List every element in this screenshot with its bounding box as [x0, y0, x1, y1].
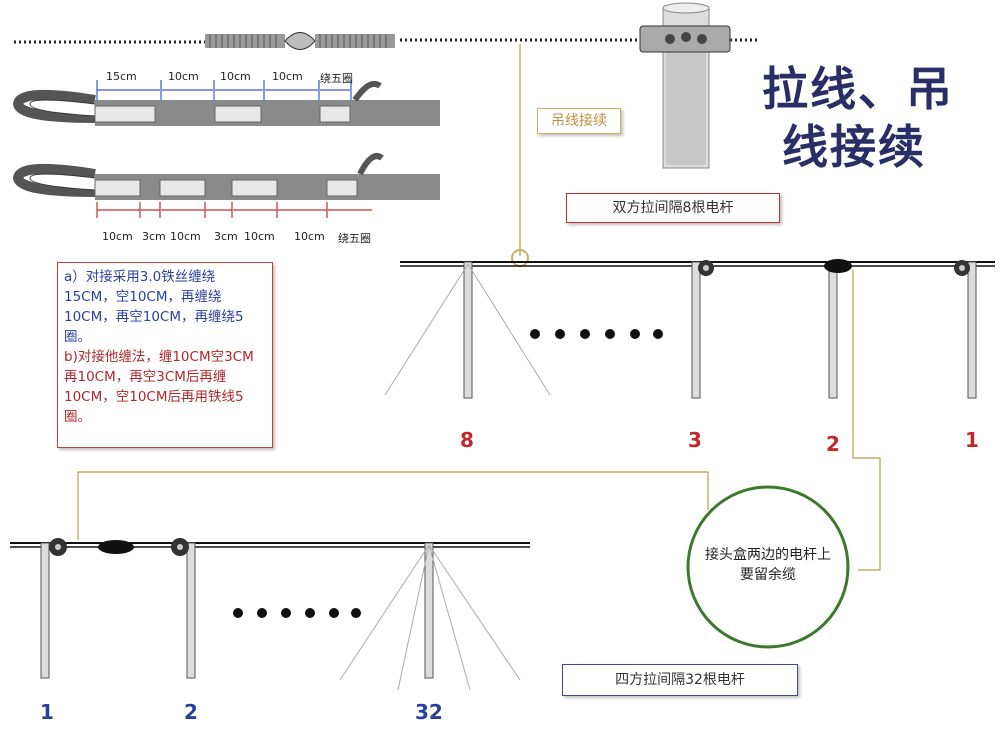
pole-number: 1 [40, 700, 54, 724]
dim-label: 15cm [106, 70, 137, 83]
title-line-1: 拉线、吊 [762, 62, 954, 116]
top-messenger-wire [14, 32, 760, 50]
pole-number: 8 [460, 428, 474, 452]
note-b: b)对接他缠法，缠10CM空3CM再10CM，再空3CM后再缠10CM，空10C… [64, 349, 254, 425]
pole-number: 1 [965, 428, 979, 452]
dimension-arrows-top [96, 80, 352, 100]
wrapping-notes: a）对接采用3.0铁丝缠绕15CM，空10CM，再缠绕10CM，再空10CM，再… [57, 262, 273, 448]
dim-label: 3cm [142, 230, 166, 243]
hanger-joint-label: 吊线接续 [537, 108, 621, 134]
title-line-2: 线接续 [782, 120, 926, 174]
pole-number: 3 [688, 428, 702, 452]
dim-label: 10cm [102, 230, 133, 243]
dim-label: 10cm [272, 70, 303, 83]
pole-number: 32 [415, 700, 443, 724]
hanger-drop-line [511, 44, 529, 267]
pole-number: 2 [184, 700, 198, 724]
upper-pole-line [384, 259, 995, 399]
note-a: a）对接采用3.0铁丝缠绕15CM，空10CM，再缠绕10CM，再空10CM，再… [64, 269, 244, 345]
dim-label: 10cm [294, 230, 325, 243]
joint-box-note: 接头盒两边的电杆上要留余缆 [705, 547, 831, 583]
connector-lines [77, 270, 881, 571]
wrap-detail-bottom [12, 153, 440, 200]
lower-pole-line [10, 538, 530, 691]
wrap-detail-top [12, 80, 440, 126]
dim-label: 10cm [170, 230, 201, 243]
four-way-guy-label: 四方拉间隔32根电杆 [562, 664, 798, 696]
page-title: 拉线、吊 线接续 [762, 60, 954, 176]
two-way-guy-label: 双方拉间隔8根电杆 [566, 193, 780, 223]
dim-label: 绕五圈 [338, 232, 371, 245]
dimension-arrows-bottom [96, 202, 372, 218]
pole-number: 2 [826, 432, 840, 456]
joint-note-circle [686, 485, 850, 649]
pole-clamp-illustration [639, 2, 731, 169]
dim-label: 10cm [244, 230, 275, 243]
dim-label: 10cm [168, 70, 199, 83]
dim-label: 绕五圈 [320, 72, 353, 85]
dim-label: 3cm [214, 230, 238, 243]
dim-label: 10cm [220, 70, 251, 83]
